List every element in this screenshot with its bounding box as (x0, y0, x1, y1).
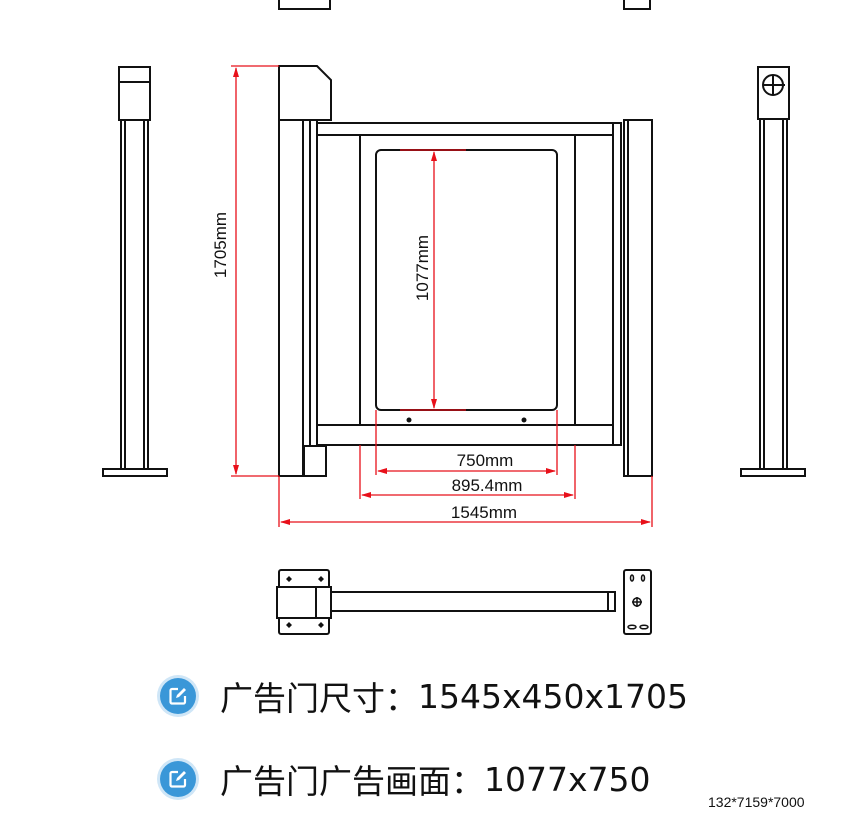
front-view (278, 65, 653, 477)
spec-label: 广告门广告画面： (220, 762, 484, 801)
top-view (276, 569, 652, 635)
edit-icon (160, 678, 196, 714)
screw-hole (406, 417, 412, 423)
dim-total-width: 1545mm (451, 503, 517, 522)
spec-row-screen: 广告门广告画面：1077x750 (160, 755, 651, 803)
spec-label: 广告门尺寸： (220, 679, 418, 718)
spec-row-size: 广告门尺寸：1545x450x1705 (160, 672, 688, 720)
dimension-lines (231, 65, 653, 527)
top-cut-view (278, 0, 651, 10)
model-code: 132*7159*7000 (708, 794, 805, 810)
left-side-view (102, 66, 168, 477)
screw-hole (521, 417, 527, 423)
dim-screen-width: 750mm (457, 451, 514, 470)
spec-value: 1545x450x1705 (418, 676, 689, 716)
dim-total-height: 1705mm (211, 212, 230, 278)
dim-screen-height: 1077mm (413, 235, 432, 301)
dim-panel-width: 895.4mm (452, 476, 523, 495)
right-side-view (740, 66, 806, 477)
spec-value: 1077x750 (484, 759, 651, 799)
edit-icon (160, 761, 196, 797)
